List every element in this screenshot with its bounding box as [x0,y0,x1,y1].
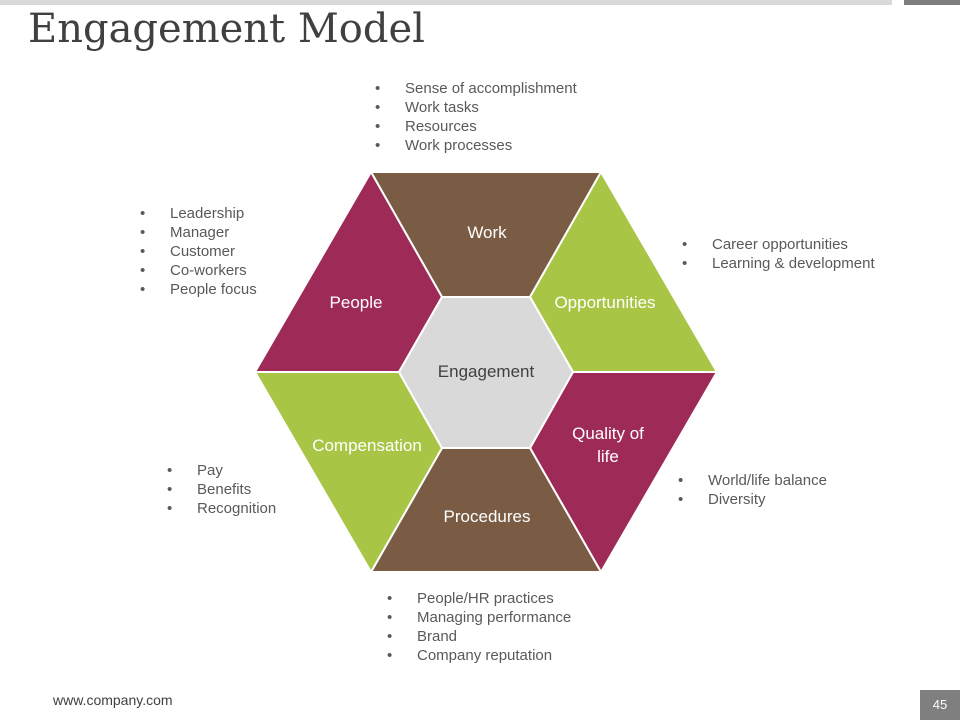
list-item: Customer [140,242,257,261]
segment-engagement-center [397,296,575,449]
label-procedures: Procedures [444,507,531,526]
bullets-people: Leadership Manager Customer Co-workers P… [140,204,257,299]
top-accent-bar [0,0,892,5]
list-item: Resources [375,117,577,136]
list-item: Brand [387,627,571,646]
list-item: People/HR practices [387,589,571,608]
label-compensation: Compensation [312,436,422,455]
footer-url: www.company.com [53,692,173,708]
bullets-compensation: Pay Benefits Recognition [167,461,276,518]
list-item: Managing performance [387,608,571,627]
label-work: Work [467,223,507,242]
list-item: Company reputation [387,646,571,665]
list-item: Work tasks [375,98,577,117]
page-title: Engagement Model [28,6,425,52]
label-quality-of-life-line1: Quality of [572,424,644,443]
label-quality-of-life-line2: life [597,447,619,466]
list-item: People focus [140,280,257,299]
list-item: Sense of accomplishment [375,79,577,98]
top-accent-bar-right [904,0,960,5]
list-item: Recognition [167,499,276,518]
list-item: Learning & development [682,254,875,273]
bullets-quality-of-life: World/life balance Diversity [678,471,827,509]
list-item: Work processes [375,136,577,155]
page-number-badge: 45 [920,690,960,720]
list-item: Career opportunities [682,235,875,254]
label-engagement: Engagement [438,362,535,381]
list-item: Co-workers [140,261,257,280]
label-people: People [330,293,383,312]
list-item: World/life balance [678,471,827,490]
list-item: Leadership [140,204,257,223]
bullets-work: Sense of accomplishment Work tasks Resou… [375,79,577,155]
list-item: Benefits [167,480,276,499]
bullets-opportunities: Career opportunities Learning & developm… [682,235,875,273]
label-opportunities: Opportunities [554,293,655,312]
bullets-procedures: People/HR practices Managing performance… [387,589,571,665]
list-item: Manager [140,223,257,242]
list-item: Diversity [678,490,827,509]
list-item: Pay [167,461,276,480]
